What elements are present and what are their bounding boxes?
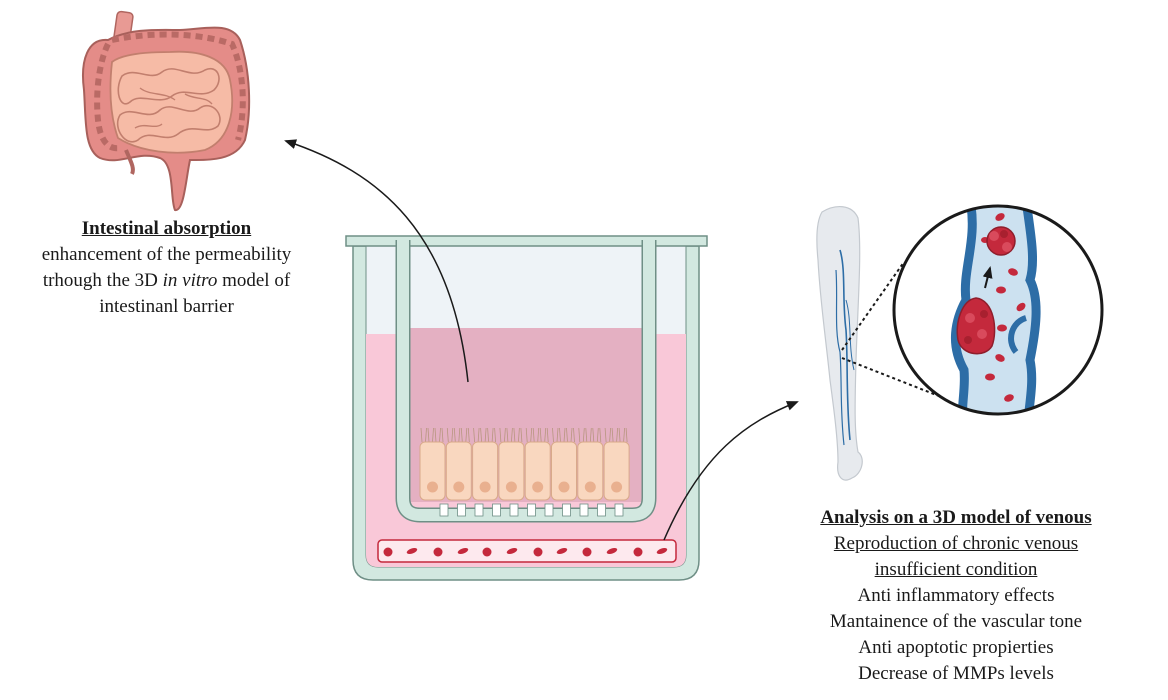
red-blood-cell	[633, 547, 643, 557]
cell-nucleus	[453, 481, 465, 493]
intestinal-absorption-title: Intestinal absorption	[81, 218, 252, 239]
vessel-channel	[377, 539, 677, 563]
intestinal-cell	[498, 441, 525, 501]
red-blood-cell	[433, 547, 443, 557]
red-blood-cell	[533, 547, 543, 557]
vessel-channel-rbcs	[383, 547, 668, 557]
zoom-lines	[841, 261, 945, 399]
intestinal-line-3: intestinanl barrier	[99, 296, 234, 317]
leg-illustration	[816, 206, 863, 481]
intestinal-line-2: trhough the 3D in vitro model of	[0, 268, 333, 294]
intestinal-absorption-text: Intestinal absorption enhancement of the…	[0, 216, 333, 320]
insert-membrane	[439, 503, 624, 517]
thrombus-upper	[986, 226, 1016, 256]
red-blood-cell	[406, 547, 418, 555]
intestinal-cell	[419, 441, 446, 501]
intestinal-line-2-italic: in vitro	[162, 270, 218, 291]
venous-item: Anti inflammatory effects	[857, 585, 1055, 606]
intestinal-cell	[551, 441, 577, 501]
cell-nucleus	[505, 481, 517, 493]
venous-analysis-text: Analysis on a 3D model of venous Reprodu…	[765, 505, 1147, 687]
vein-magnification	[892, 204, 1104, 416]
intestinal-cell	[603, 441, 630, 501]
cell-nucleus	[427, 481, 438, 493]
intestinal-cell	[524, 441, 551, 501]
intestinal-cell	[577, 441, 604, 501]
cell-nucleus	[479, 481, 491, 493]
venous-item: Reproduction of chronic venous	[833, 533, 1079, 554]
red-blood-cell	[482, 547, 492, 557]
intestinal-cell	[472, 441, 499, 501]
venous-analysis-title: Analysis on a 3D model of venous	[820, 507, 1092, 528]
intestine-illustration	[82, 10, 251, 211]
red-blood-cell	[383, 547, 393, 557]
intestinal-cell-monolayer	[419, 427, 630, 501]
red-blood-cell	[457, 547, 469, 555]
cell-nucleus	[532, 481, 544, 493]
red-blood-cell	[556, 547, 568, 555]
venous-item: Mantainence of the vascular tone	[829, 611, 1083, 632]
thrombus-lower	[956, 297, 996, 355]
arrow-to-intestine	[284, 139, 469, 383]
venous-item: Decrease of MMPs levels	[858, 663, 1054, 684]
intestinal-cell	[445, 441, 472, 501]
intestinal-line-1: enhancement of the permeability	[41, 244, 292, 265]
cell-nucleus	[584, 481, 596, 493]
cell-nucleus	[558, 481, 570, 493]
red-blood-cell	[506, 547, 518, 555]
intestinal-line-2-post: model of	[217, 270, 291, 291]
red-blood-cell	[606, 547, 618, 555]
arrow-to-leg	[663, 401, 799, 541]
venous-item: Anti apoptotic propierties	[858, 637, 1054, 658]
red-blood-cell	[582, 547, 592, 557]
cell-nucleus	[611, 481, 623, 493]
red-blood-cell	[656, 547, 668, 555]
venous-item: insufficient condition	[874, 559, 1038, 580]
intestinal-line-2-pre: trhough the 3D	[42, 270, 163, 291]
